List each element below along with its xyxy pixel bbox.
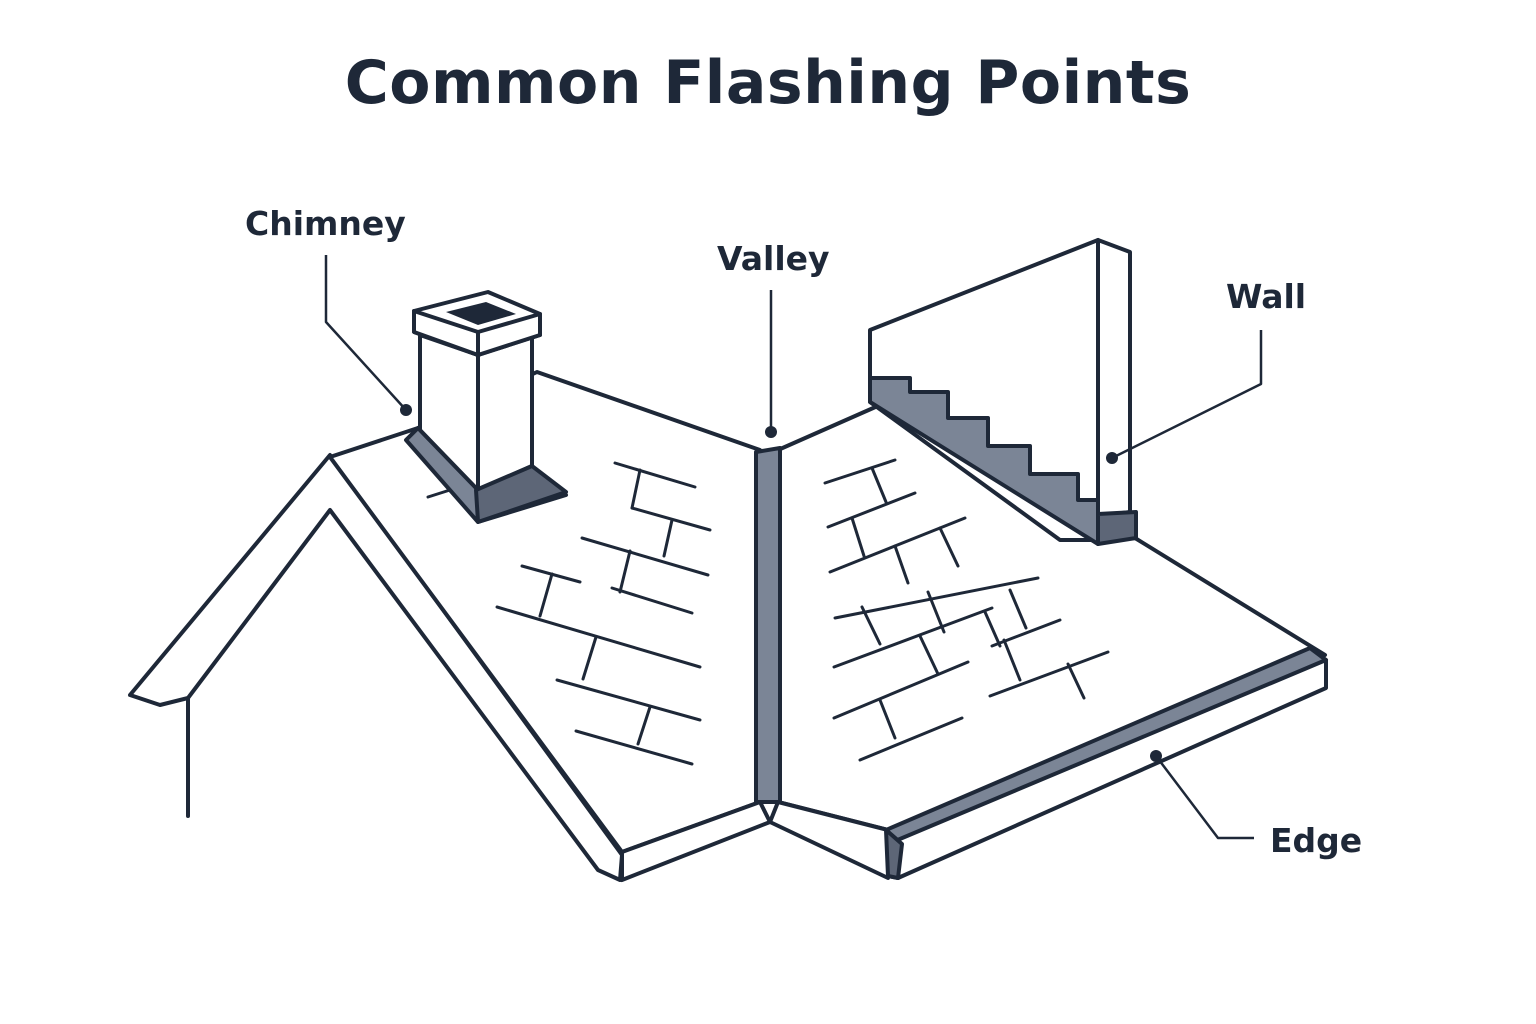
callout-chimney: Chimney (245, 204, 412, 416)
wall-marker-dot (1106, 452, 1118, 464)
wall-kickout-flashing (1096, 510, 1138, 546)
callout-wall: Wall (1106, 277, 1306, 464)
left-shingles (426, 461, 712, 766)
edge-marker-dot (1150, 750, 1162, 762)
valley-label: Valley (717, 239, 830, 278)
side-wall (868, 238, 1132, 542)
callout-edge: Edge (1150, 750, 1362, 860)
right-shingles (823, 458, 1110, 762)
edge-label: Edge (1270, 821, 1362, 860)
valley-flashing (754, 446, 782, 804)
diagram-title: Common Flashing Points (344, 48, 1192, 118)
chimney (404, 290, 568, 524)
chimney-label: Chimney (245, 204, 406, 243)
wall-label: Wall (1226, 277, 1306, 316)
chimney-marker-dot (400, 404, 412, 416)
valley-marker-dot (765, 426, 777, 438)
edge-flashing-end (884, 828, 904, 880)
callout-valley: Valley (717, 239, 830, 438)
